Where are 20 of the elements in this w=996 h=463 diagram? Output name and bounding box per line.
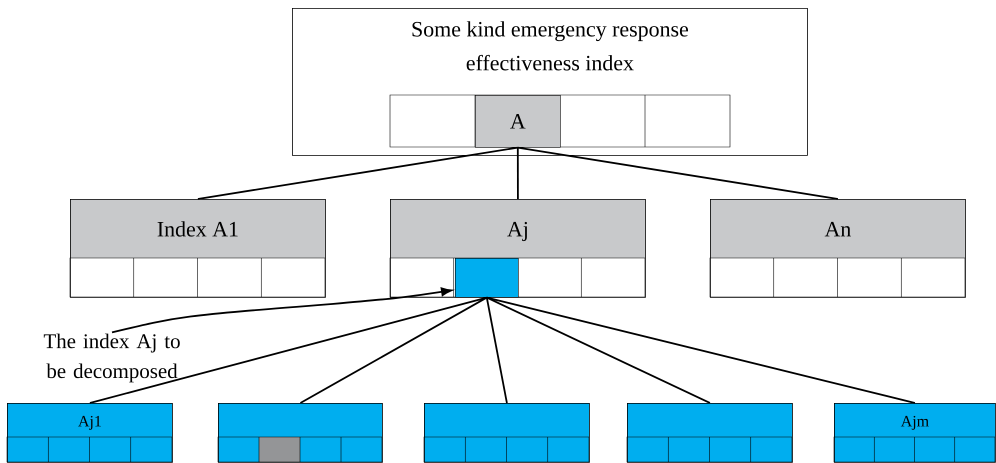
- connector-line: [90, 296, 488, 404]
- index-box: Aj1: [6, 403, 173, 463]
- connector-line: [300, 296, 488, 404]
- index-box: Index A1: [70, 198, 326, 298]
- annotation-text: The index Aj to be decomposed: [44, 334, 180, 382]
- index-box: An: [710, 198, 966, 298]
- connector-line: [486, 296, 710, 404]
- connector-line: [486, 296, 916, 404]
- arrow: [112, 287, 452, 334]
- connector-line: [198, 146, 518, 200]
- highlighted-cell: [455, 258, 519, 298]
- index-box: Aj: [390, 198, 646, 298]
- connector-line: [518, 146, 838, 200]
- index-cell: A: [475, 95, 561, 148]
- index-box: [626, 403, 793, 463]
- index-box: [424, 403, 590, 463]
- connector-line: [516, 148, 519, 199]
- index-box: [218, 403, 383, 463]
- connector-line: [486, 297, 508, 404]
- index-box: Ajm: [834, 403, 996, 463]
